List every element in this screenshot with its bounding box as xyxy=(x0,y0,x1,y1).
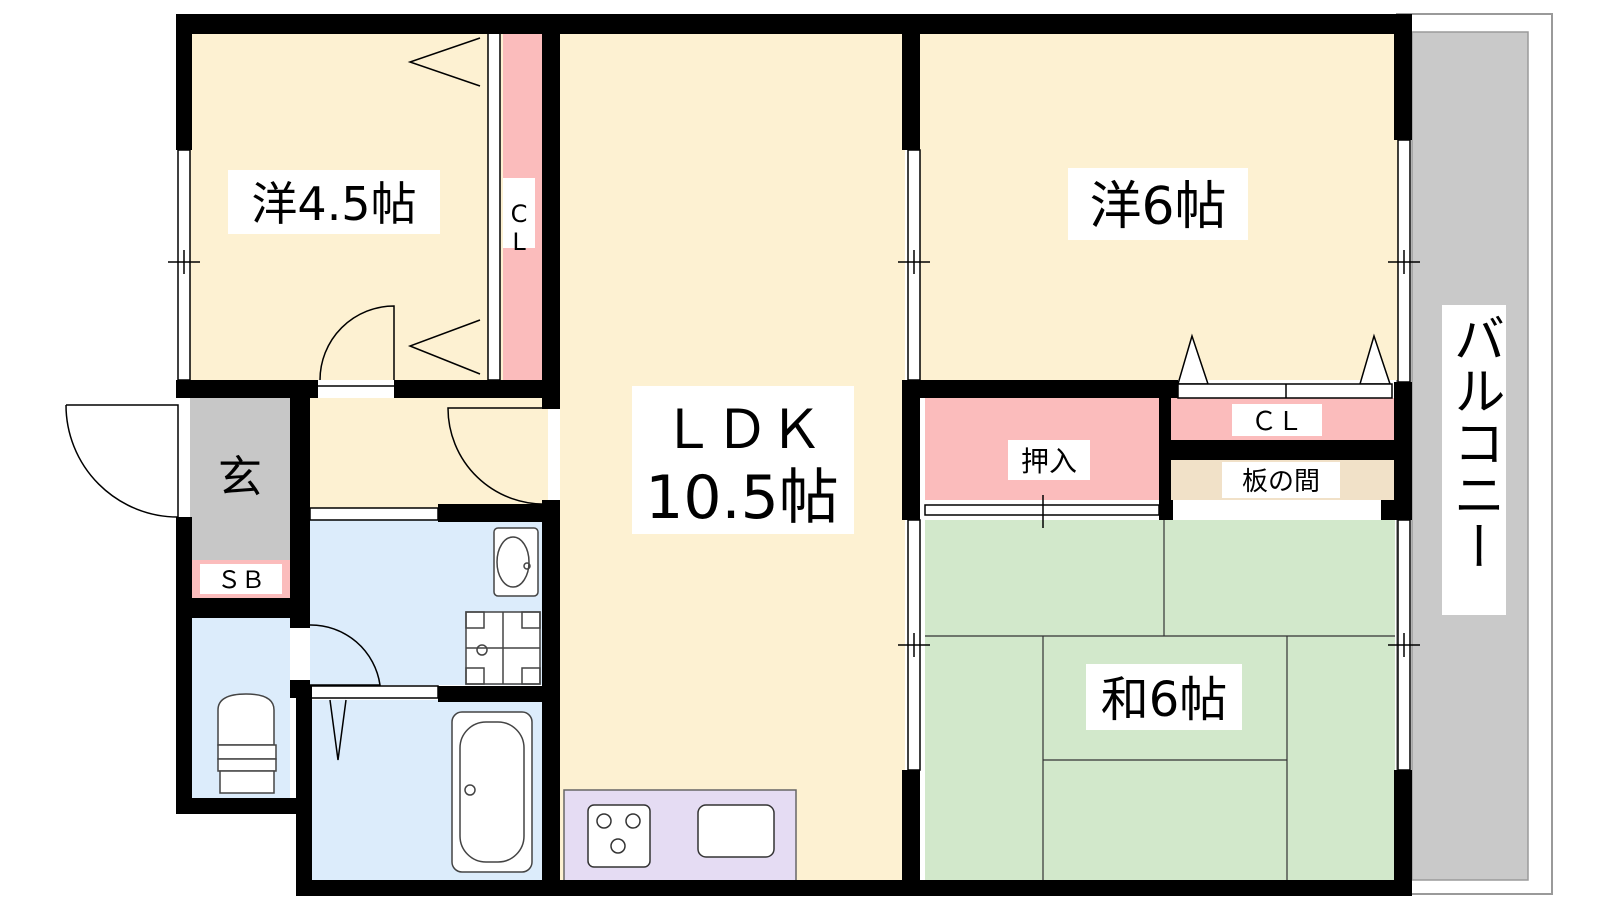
folding-door-marks xyxy=(329,37,1392,761)
western-room-door-swing xyxy=(319,305,395,381)
western-large-label-bg xyxy=(1068,168,1248,240)
stove-icon xyxy=(587,804,651,868)
western-small-label-bg xyxy=(228,170,440,234)
door-swings xyxy=(65,305,549,686)
shoe-box-label-bg xyxy=(200,564,282,594)
sink-icon xyxy=(697,804,775,858)
washroom-door-swing xyxy=(309,624,381,686)
japanese-label: 和6帖 xyxy=(1101,672,1228,728)
entrance-area xyxy=(190,398,290,560)
balcony-label-bg xyxy=(1442,305,1506,615)
closet-large-label-bg xyxy=(1232,404,1322,436)
sliding-tracks xyxy=(487,31,1393,528)
hallway-door-swing xyxy=(447,407,549,505)
tatami-lines xyxy=(925,520,1395,882)
closet-large-label: ＣＬ xyxy=(1251,407,1303,437)
ldk-label-size: 10.5帖 xyxy=(645,463,839,533)
toilet-icon xyxy=(217,693,277,794)
western-large-label: 洋6帖 xyxy=(1089,177,1226,237)
windows xyxy=(168,139,1420,771)
wood-floor-label: 板の間 xyxy=(1242,467,1320,497)
oshiire-label: 押入 xyxy=(1021,445,1077,478)
kitchen-counter xyxy=(563,789,797,883)
western-small-label: 洋4.5帖 xyxy=(251,177,416,231)
japanese-label-bg xyxy=(1086,664,1242,730)
ldk-label-bg xyxy=(632,386,854,534)
closet-small-label: CL xyxy=(505,200,533,256)
shoe-box-label: ＳＢ xyxy=(217,566,265,594)
balcony-label: バルコニー xyxy=(1444,312,1504,572)
wood-floor-label-bg xyxy=(1222,462,1340,498)
bathtub-icon xyxy=(451,711,533,873)
washbasin-icon xyxy=(493,527,539,597)
closet-small-label-bg xyxy=(503,178,535,248)
entrance-door-swing xyxy=(65,404,179,518)
washer-pan-icon xyxy=(465,611,541,685)
oshiire-label-bg xyxy=(1008,440,1090,480)
hallway xyxy=(290,398,548,508)
walls xyxy=(176,14,1412,896)
ldk-label-name: ＬＤＫ xyxy=(661,398,823,461)
entrance-label: 玄 xyxy=(218,452,262,503)
